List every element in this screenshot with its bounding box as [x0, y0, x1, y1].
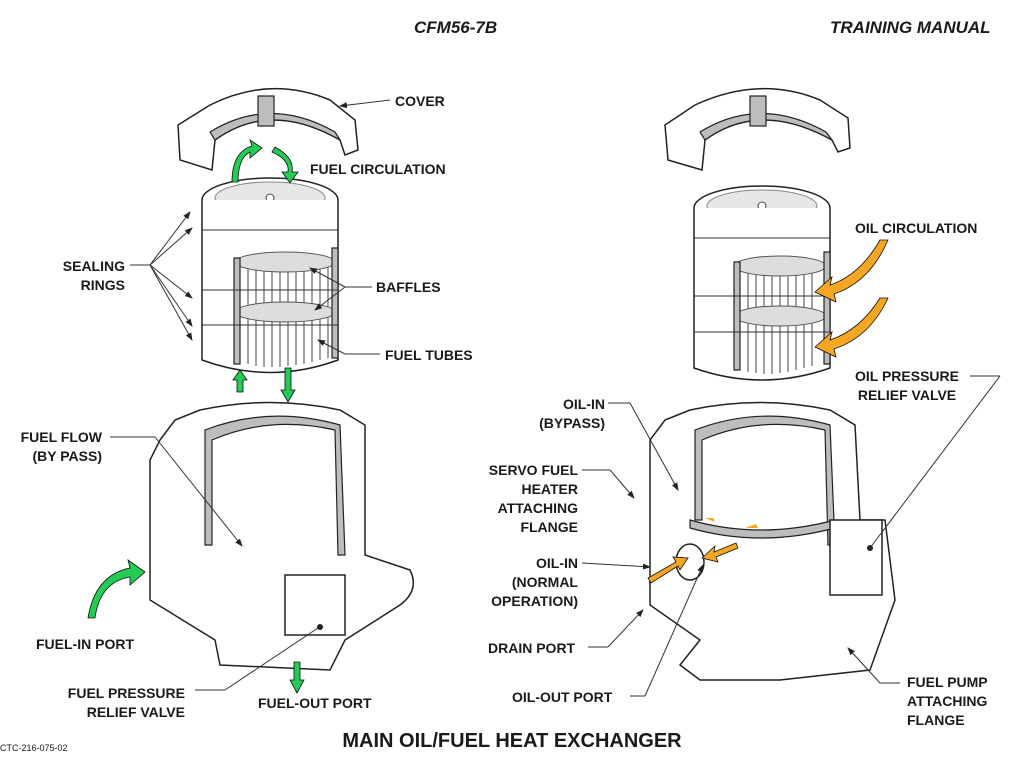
label-fuel-pressure-relief-valve: FUEL PRESSURE RELIEF VALVE [67, 685, 185, 720]
label-drain-port: DRAIN PORT [488, 640, 576, 656]
fuel-circulation-arrows [87, 139, 305, 694]
label-sealing-rings: SEALING RINGS [62, 258, 125, 293]
right-cover [664, 87, 851, 171]
left-cover [177, 87, 359, 171]
figure-code: CTC-216-075-02 [0, 743, 68, 753]
figure-title: MAIN OIL/FUEL HEAT EXCHANGER [342, 730, 682, 752]
label-fuel-in-port: FUEL-IN PORT [36, 636, 134, 652]
engine-model-header: CFM56-7B [414, 18, 498, 37]
label-fuel-pump-flange: FUEL PUMP ATTACHING FLANGE [907, 674, 988, 728]
label-oil-circulation: OIL CIRCULATION [855, 220, 978, 236]
label-fuel-flow-bypass: FUEL FLOW (BY PASS) [20, 429, 102, 464]
label-fuel-out-port: FUEL-OUT PORT [258, 695, 372, 711]
left-core [201, 177, 339, 374]
right-housing [649, 401, 896, 681]
label-oil-in-normal: OIL-IN (NORMAL OPERATION) [491, 555, 578, 609]
right-core [693, 185, 831, 381]
label-cover: COVER [395, 93, 445, 109]
label-fuel-tubes: FUEL TUBES [385, 347, 473, 363]
label-fuel-circulation: FUEL CIRCULATION [310, 161, 446, 177]
left-housing [149, 401, 415, 671]
label-servo-fuel-heater-flange: SERVO FUEL HEATER ATTACHING FLANGE [488, 462, 578, 535]
label-oil-in-bypass: OIL-IN (BYPASS) [539, 396, 605, 431]
label-baffles: BAFFLES [376, 279, 441, 295]
oil-circulation-arrows [647, 239, 889, 584]
label-oil-out-port: OIL-OUT PORT [512, 689, 613, 705]
manual-type-header: TRAINING MANUAL [830, 18, 991, 37]
label-oil-pressure-relief-valve: OIL PRESSURE RELIEF VALVE [855, 368, 959, 403]
